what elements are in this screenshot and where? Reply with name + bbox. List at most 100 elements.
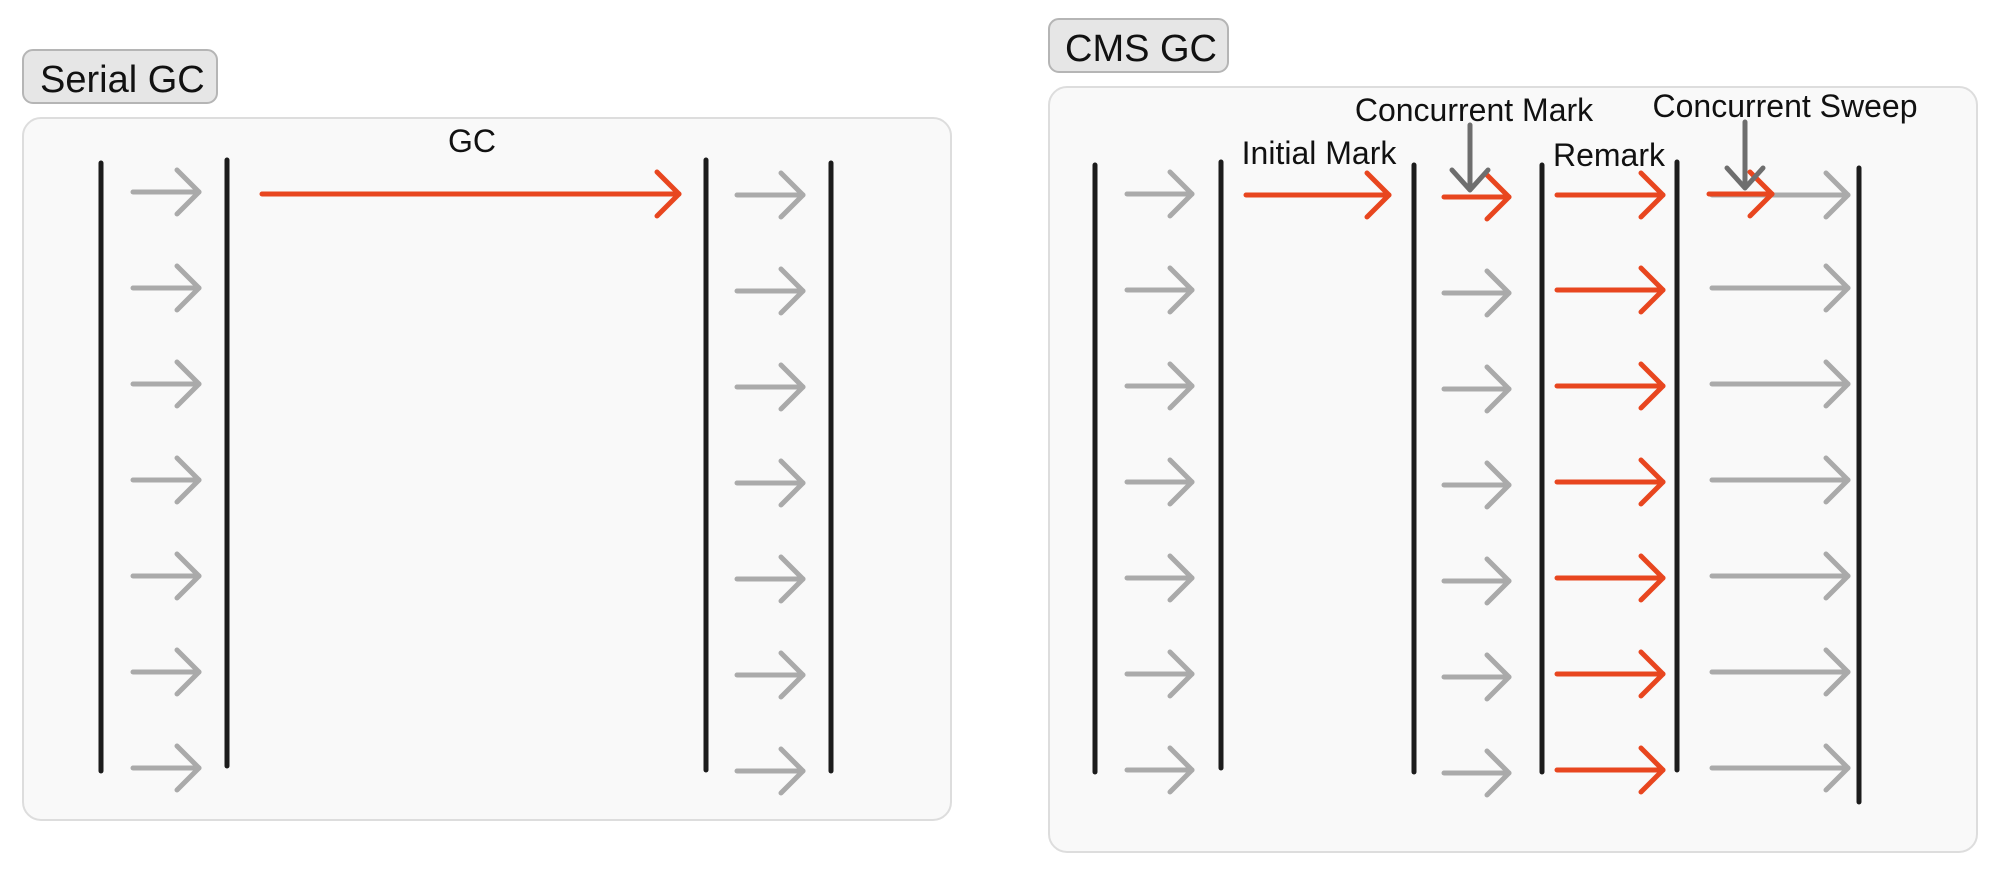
cms-gc-section: CMS GC Initial Mark Concurrent Mark Rema… [1048, 18, 1978, 853]
app-thread-arrow-after-3-head [778, 362, 806, 412]
initial-mark-arrow [1243, 170, 1392, 220]
app-thread-arrow-after-2 [734, 266, 806, 316]
app-thread-arrow-pre-7-head [1167, 745, 1195, 795]
app-thread-arrow-concurrent-mark-4-head [1484, 460, 1512, 510]
app-thread-arrow-pre-2-head [1167, 265, 1195, 315]
app-thread-arrow-concurrent-mark-5-head [1484, 556, 1512, 606]
app-thread-arrow-sweep-3 [1709, 359, 1851, 409]
app-thread-arrow-concurrent-mark-6-head [1484, 652, 1512, 702]
remark-arrow-6-head [1638, 649, 1666, 699]
serial-gc-phase-label: GC [448, 123, 496, 159]
cms-gc-tag: CMS GC [1048, 18, 1229, 73]
app-thread-arrow-pre-4-head [1167, 457, 1195, 507]
app-thread-arrow-sweep-7 [1709, 743, 1851, 793]
app-thread-arrow-before-7-head [174, 743, 202, 793]
concurrent-mark-label: Concurrent Mark [1355, 92, 1594, 128]
app-thread-arrow-pre-1-head [1167, 169, 1195, 219]
serial-gc-tag-label: Serial GC [40, 59, 205, 101]
remark-arrow-4-head [1638, 457, 1666, 507]
app-thread-arrow-pre-5-head [1167, 553, 1195, 603]
app-thread-arrow-before-1 [130, 167, 202, 217]
app-thread-arrow-sweep-3-head [1823, 359, 1851, 409]
app-thread-arrow-pre-6-head [1167, 649, 1195, 699]
serial-gc-tag: Serial GC [22, 49, 218, 104]
app-thread-arrow-after-7-head [778, 746, 806, 796]
app-thread-arrow-sweep-2-head [1823, 263, 1851, 313]
concurrent-sweep-pointer-head [1724, 165, 1766, 191]
serial-gc-timelines [98, 157, 834, 774]
serial-gc-arrows [130, 167, 806, 796]
concurrent-mark-gc-arrow [1441, 172, 1512, 222]
cms-gc-timelines [1092, 159, 1862, 805]
concurrent-sweep-gc-arrow [1706, 169, 1775, 219]
app-thread-arrow-before-1-head [174, 167, 202, 217]
remark-arrow-7 [1554, 745, 1666, 795]
app-thread-arrow-concurrent-mark-5 [1441, 556, 1512, 606]
app-thread-arrow-concurrent-mark-3 [1441, 364, 1512, 414]
app-thread-arrow-after-4-head [778, 458, 806, 508]
remark-arrow-5 [1554, 553, 1666, 603]
remark-arrow-4 [1554, 457, 1666, 507]
app-thread-arrow-pre-3-head [1167, 361, 1195, 411]
app-thread-arrow-pre-5 [1124, 553, 1195, 603]
app-thread-arrow-after-5-head [778, 554, 806, 604]
concurrent-mark-gc-arrow-head [1484, 172, 1512, 222]
app-thread-arrow-concurrent-mark-4 [1441, 460, 1512, 510]
app-thread-arrow-after-2-head [778, 266, 806, 316]
app-thread-arrow-after-1-head [778, 170, 806, 220]
app-thread-arrow-after-3 [734, 362, 806, 412]
app-thread-arrow-after-1 [734, 170, 806, 220]
cms-gc-phase-pointers [1449, 119, 1766, 193]
app-thread-arrow-before-2-head [174, 263, 202, 313]
remark-arrow-3 [1554, 361, 1666, 411]
serial-gc-panel [22, 117, 952, 821]
remark-arrow-1-head [1638, 170, 1666, 220]
app-thread-arrow-pre-3 [1124, 361, 1195, 411]
app-thread-arrow-sweep-2 [1709, 263, 1851, 313]
gc-pause-arrow-head [654, 169, 682, 219]
app-thread-arrow-concurrent-mark-6 [1441, 652, 1512, 702]
app-thread-arrow-before-4 [130, 455, 202, 505]
app-thread-arrow-sweep-4-head [1823, 455, 1851, 505]
app-thread-arrow-sweep-1-head [1823, 170, 1851, 220]
cms-gc-panel [1048, 86, 1978, 853]
app-thread-arrow-pre-1 [1124, 169, 1195, 219]
app-thread-arrow-pre-7 [1124, 745, 1195, 795]
app-thread-arrow-before-3 [130, 359, 202, 409]
app-thread-arrow-sweep-5 [1709, 551, 1851, 601]
remark-label: Remark [1553, 137, 1666, 173]
initial-mark-label: Initial Mark [1242, 135, 1398, 171]
app-thread-arrow-before-3-head [174, 359, 202, 409]
app-thread-arrow-after-5 [734, 554, 806, 604]
remark-arrow-5-head [1638, 553, 1666, 603]
app-thread-arrow-concurrent-mark-7-head [1484, 748, 1512, 798]
app-thread-arrow-pre-2 [1124, 265, 1195, 315]
app-thread-arrow-before-4-head [174, 455, 202, 505]
app-thread-arrow-before-6 [130, 647, 202, 697]
cms-gc-tag-label: CMS GC [1065, 28, 1217, 70]
app-thread-arrow-before-5-head [174, 551, 202, 601]
app-thread-arrow-pre-4 [1124, 457, 1195, 507]
initial-mark-arrow-head [1364, 170, 1392, 220]
cms-gc-arrows [1124, 169, 1851, 798]
app-thread-arrow-concurrent-mark-2 [1441, 268, 1512, 318]
remark-arrow-7-head [1638, 745, 1666, 795]
app-thread-arrow-sweep-4 [1709, 455, 1851, 505]
remark-arrow-1 [1554, 170, 1666, 220]
app-thread-arrow-after-4 [734, 458, 806, 508]
concurrent-sweep-gc-arrow-head [1747, 169, 1775, 219]
serial-gc-section: Serial GC GC [22, 49, 952, 821]
serial-gc-tag-box [22, 49, 218, 104]
remark-arrow-3-head [1638, 361, 1666, 411]
app-thread-arrow-after-6 [734, 650, 806, 700]
cms-gc-tag-box [1048, 18, 1229, 73]
concurrent-mark-pointer-head [1449, 167, 1491, 193]
concurrent-sweep-pointer [1724, 119, 1766, 191]
remark-arrow-2-head [1638, 265, 1666, 315]
app-thread-arrow-sweep-6-head [1823, 647, 1851, 697]
app-thread-arrow-before-6-head [174, 647, 202, 697]
concurrent-sweep-label: Concurrent Sweep [1652, 88, 1917, 124]
remark-arrow-6 [1554, 649, 1666, 699]
app-thread-arrow-before-5 [130, 551, 202, 601]
